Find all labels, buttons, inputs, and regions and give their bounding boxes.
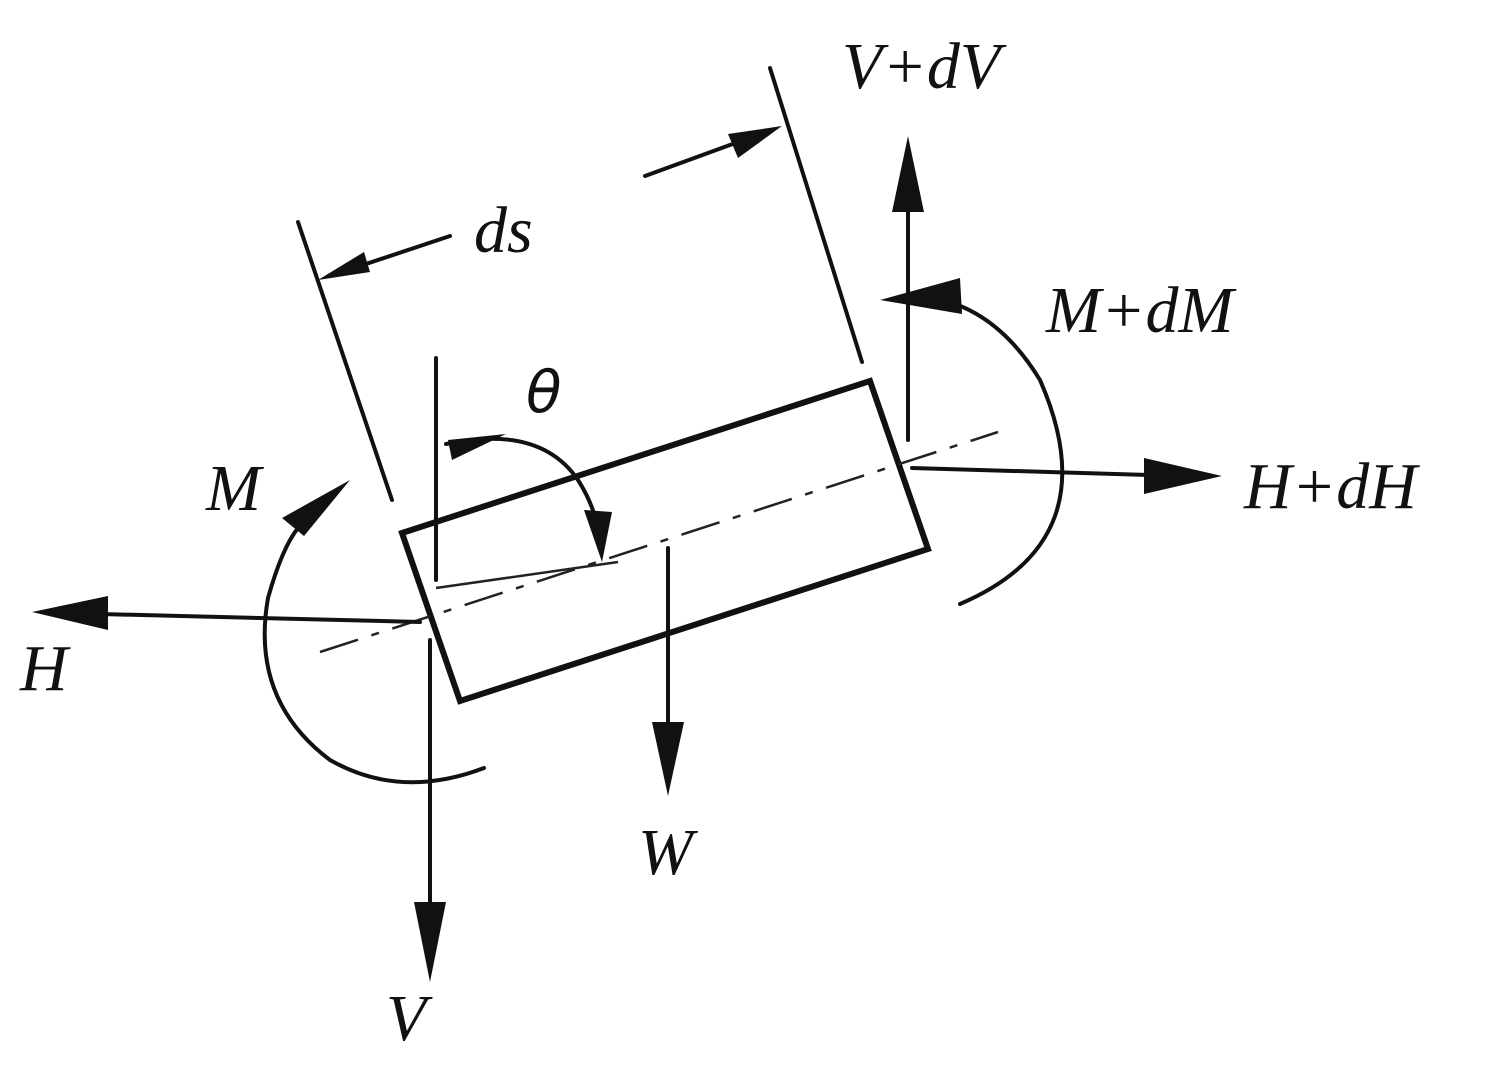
h-arrow-line bbox=[98, 612, 422, 624]
h-plus-dh-arrow-head bbox=[1144, 458, 1222, 494]
v-arrow-head bbox=[414, 902, 446, 982]
label-v: V bbox=[386, 982, 433, 1055]
theta-baseline bbox=[435, 560, 619, 590]
label-v-plus-dv: V+dV bbox=[842, 30, 1007, 103]
theta-arc bbox=[444, 436, 602, 542]
h-arrow-head bbox=[32, 596, 108, 630]
w-arrow-head bbox=[652, 722, 684, 796]
v-plus-dv-arrow-head bbox=[892, 136, 924, 212]
m-plus-dm-arc bbox=[910, 294, 1065, 606]
label-h: H bbox=[19, 632, 71, 705]
ds-extension-right bbox=[768, 66, 864, 364]
label-w: W bbox=[638, 816, 698, 889]
ds-extension-left bbox=[296, 220, 394, 502]
m-plus-dm-arrow-head bbox=[880, 278, 962, 314]
beam-element bbox=[398, 377, 932, 705]
h-plus-dh-arrow-line bbox=[910, 466, 1152, 477]
label-m-plus-dm: M+dM bbox=[1045, 274, 1238, 347]
label-theta: θ bbox=[526, 358, 562, 426]
ds-arrow-left-head bbox=[318, 252, 370, 280]
theta-arc-head bbox=[448, 434, 506, 460]
label-h-plus-dh: H+dH bbox=[1243, 450, 1420, 523]
theta-arc-head-end bbox=[584, 510, 612, 562]
ds-arrow-right-head bbox=[728, 126, 782, 158]
label-m: M bbox=[205, 452, 265, 525]
m-arrow-head bbox=[282, 480, 350, 536]
label-ds: ds bbox=[474, 194, 533, 267]
m-arc bbox=[262, 526, 486, 785]
